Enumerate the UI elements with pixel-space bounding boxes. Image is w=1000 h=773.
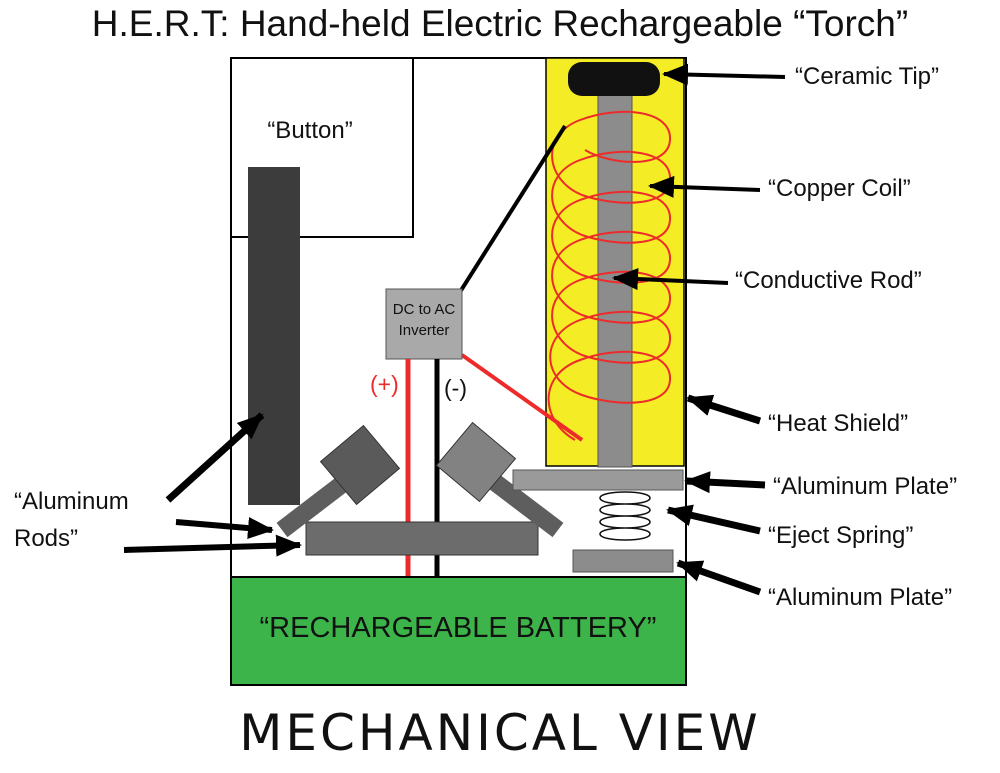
right-lever-arm: [486, 472, 564, 538]
label-eject-spring: “Eject Spring”: [768, 522, 913, 549]
left-lever-arm: [276, 470, 356, 538]
label-ceramic-tip: “Ceramic Tip”: [795, 63, 939, 90]
coil-bottom-wire: [460, 353, 584, 442]
negative-label: (-): [444, 375, 467, 401]
inverter-label-line2: Inverter: [399, 322, 450, 339]
button-label: “Button”: [267, 117, 352, 144]
arrow-aluminum-plate-bottom: [676, 559, 762, 596]
inverter-label-line1: DC to AC: [393, 301, 456, 318]
label-heat-shield: “Heat Shield”: [768, 410, 908, 437]
eject-spring: [599, 491, 651, 541]
diagram-title: H.E.R.T: Hand-held Electric Rechargeable…: [92, 3, 908, 44]
arrow-eject-spring: [666, 504, 761, 535]
view-title: MECHANICAL VIEW: [239, 704, 760, 762]
coil-top-wire: [458, 124, 567, 294]
handle-rod: [248, 167, 300, 505]
arrow-aluminum-plate-top: [684, 471, 766, 494]
label-conductive-rod: “Conductive Rod”: [735, 267, 922, 294]
ceramic-tip: [568, 62, 660, 96]
arrow-heat-shield: [686, 394, 762, 425]
arrow-ceramic-tip: [662, 63, 786, 86]
label-copper-coil: “Copper Coil”: [768, 175, 911, 202]
dc-ac-inverter: [385, 288, 463, 360]
aluminum-rod-bar: [305, 521, 539, 556]
right-lever-head: [435, 421, 517, 503]
arrow-aluminum-rods-lever: [175, 517, 274, 539]
label-aluminum-rods-line1: “Aluminum: [14, 488, 129, 515]
arrow-conductive-rod: [612, 268, 729, 291]
label-aluminum-plate-bottom: “Aluminum Plate”: [768, 584, 952, 611]
positive-label: (+): [370, 371, 399, 397]
label-aluminum-rods-line2: Rods”: [14, 525, 78, 552]
arrow-copper-coil: [648, 175, 761, 198]
label-aluminum-plate-top: “Aluminum Plate”: [773, 473, 957, 500]
battery-label: “RECHARGEABLE BATTERY”: [260, 612, 657, 644]
left-lever-head: [319, 424, 401, 506]
arrow-aluminum-rods-bar: [123, 534, 302, 557]
aluminum-plate-top: [512, 469, 684, 491]
rechargeable-battery: [230, 576, 687, 686]
aluminum-plate-bottom: [572, 549, 674, 573]
arrow-aluminum-rods-handle: [165, 412, 265, 503]
